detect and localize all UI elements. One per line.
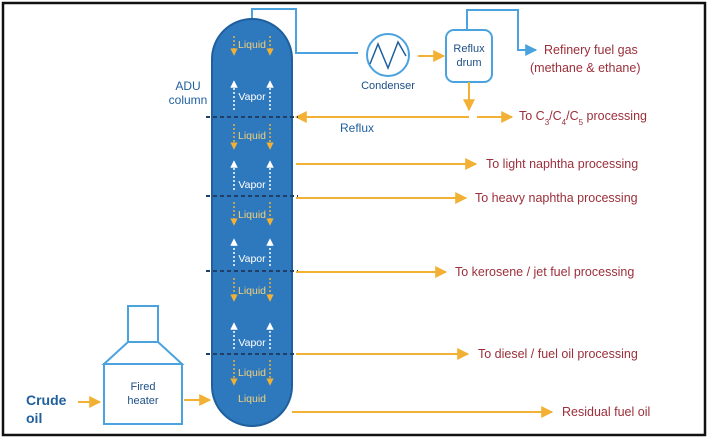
fuel-gas-label-1: Refinery fuel gas xyxy=(544,43,638,57)
liquid-label: Liquid xyxy=(238,209,266,221)
top-liquid-label: Liquid xyxy=(238,39,266,51)
liquid-label: Liquid xyxy=(238,285,266,297)
overhead-pipe xyxy=(251,8,358,54)
kerosene-label: To kerosene / jet fuel processing xyxy=(455,265,634,279)
vapor-label: Vapor xyxy=(238,91,266,103)
vapor-label: Vapor xyxy=(238,337,266,349)
condenser-label: Condenser xyxy=(361,80,415,92)
c-processing-label: To C3/C4/C5 processing xyxy=(519,109,647,127)
light-naphtha-label: To light naphtha processing xyxy=(486,157,638,171)
vapor-label: Vapor xyxy=(238,253,266,265)
heavy-naphtha-label: To heavy naphtha processing xyxy=(475,191,638,205)
fired-heater-icon xyxy=(101,305,185,425)
residual-label: Residual fuel oil xyxy=(562,405,650,419)
liquid-label: Liquid xyxy=(238,130,266,142)
fired-heater-label-1: Fired xyxy=(130,381,155,393)
reflux-drum-label-2: drum xyxy=(456,57,481,69)
bottom-liquid-label: Liquid xyxy=(238,393,266,405)
trays xyxy=(206,116,298,355)
condenser-icon xyxy=(366,33,410,77)
column-label-1: ADU xyxy=(175,79,200,93)
adu-column xyxy=(211,18,293,427)
fired-heater-label-2: heater xyxy=(127,395,159,407)
vapor-label: Vapor xyxy=(238,179,266,191)
crude-oil-label-2: oil xyxy=(26,410,42,426)
reflux-drum-label-1: Reflux xyxy=(453,43,485,55)
fuel-gas-pipe xyxy=(466,9,538,56)
crude-oil-label-1: Crude xyxy=(26,392,67,408)
diesel-label: To diesel / fuel oil processing xyxy=(478,347,638,361)
fuel-gas-label-2: (methane & ethane) xyxy=(530,61,641,75)
liquid-label: Liquid xyxy=(238,367,266,379)
column-label-2: column xyxy=(169,93,208,107)
reflux-label: Reflux xyxy=(340,121,374,135)
